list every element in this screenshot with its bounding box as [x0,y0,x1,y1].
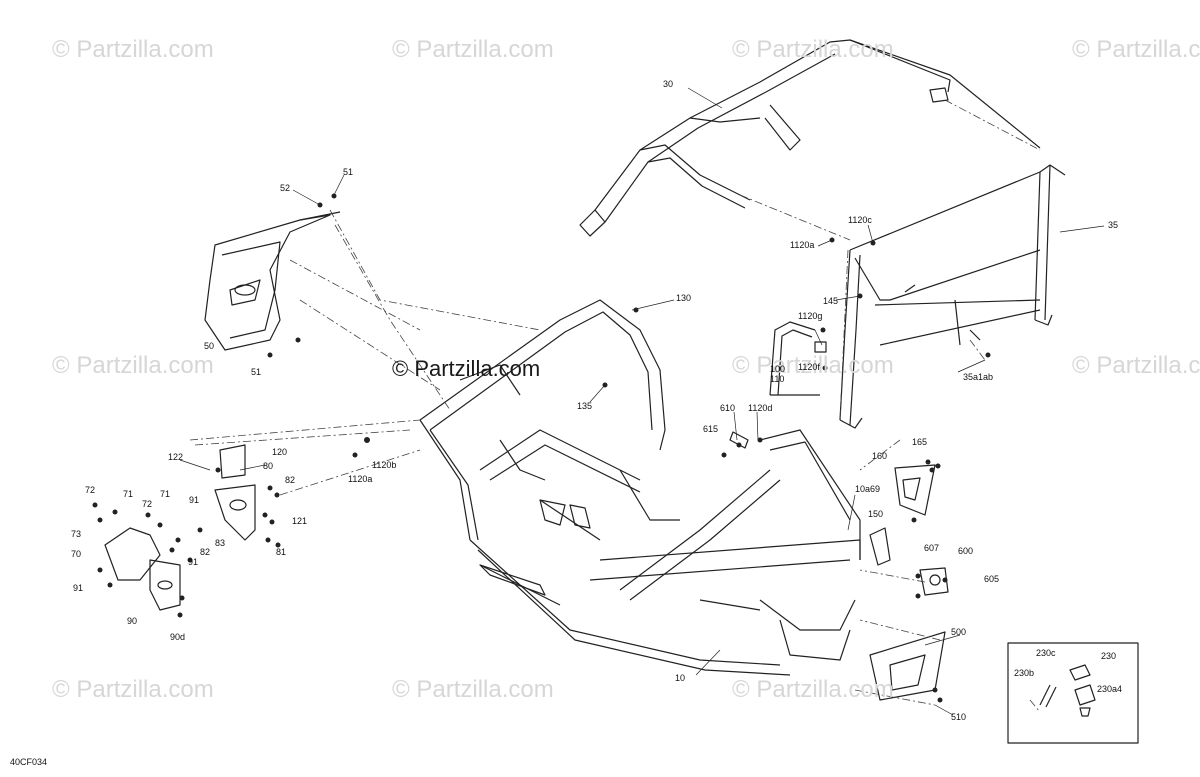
watermark: © Partzilla.com [1072,352,1200,379]
watermark: © Partzilla.com [52,352,214,379]
callout-91: 91 [188,557,199,567]
watermark: © Partzilla.com [1072,36,1200,63]
callout-35: 35 [1108,220,1119,230]
callout-607: 607 [924,543,940,553]
watermark: © Partzilla.com [392,36,554,63]
callout-71: 71 [123,489,134,499]
callout-120: 120 [272,447,288,457]
callout-70: 70 [71,549,82,559]
bracket-160 [894,464,936,516]
main-frame [419,299,861,676]
callout-51: 51 [251,367,262,377]
callout-122: 122 [168,452,184,462]
callout-165: 165 [912,437,928,447]
roll-cage [579,39,1041,237]
callout-80: 80 [263,461,274,471]
callout-121: 121 [292,516,308,526]
callout-130: 130 [676,293,692,303]
bracket-80 [214,444,256,541]
callout-35a1ab: 35a1ab [963,372,994,382]
callout-52: 52 [280,183,291,193]
callout-1120a: 1120a [348,474,373,484]
callout-1120b: 1120b [372,460,397,470]
bracket-70 [104,527,181,611]
callout-150: 150 [868,509,884,519]
callout-600: 600 [958,546,974,556]
callout-81: 81 [276,547,287,557]
callout-1120d: 1120d [748,403,773,413]
callout-30: 30 [663,79,674,89]
rear-cage-section [839,164,1066,429]
callout-1120f: 1120f [798,362,820,372]
inset-230 [1007,642,1139,744]
callout-73: 73 [71,529,82,539]
front-panel-50 [204,211,341,351]
callout-90: 90 [127,616,138,626]
callout-100: 100 [770,364,786,374]
callout-91: 91 [73,583,84,593]
bracket-600 [919,567,949,596]
callout-82: 82 [200,547,211,557]
callout-90d: 90d [170,632,186,642]
diagram-code: 40CF034 [10,757,48,767]
callout-10a69: 10a69 [855,484,881,494]
callout-500: 500 [951,627,967,637]
watermark: © Partzilla.com [732,352,894,379]
callout-91: 91 [189,495,200,505]
watermark: © Partzilla.com [392,676,554,703]
callout-230b: 230b [1014,668,1035,678]
watermark: © Partzilla.com [52,676,214,703]
callout-1120c: 1120c [848,215,872,225]
callout-605: 605 [984,574,1000,584]
callout-72: 72 [142,499,153,509]
center-watermark: © Partzilla.com [392,356,541,381]
callout-82: 82 [285,475,296,485]
watermark: © Partzilla.com [52,36,214,63]
watermark: © Partzilla.com [732,36,894,63]
callout-230c: 230c [1036,648,1056,658]
callout-230a4: 230a4 [1097,684,1123,694]
callout-160: 160 [872,451,888,461]
callout-110: 110 [770,374,785,384]
callout-71: 71 [160,489,171,499]
callout-10: 10 [675,673,686,683]
watermark: © Partzilla.com [732,676,894,703]
callout-135: 135 [577,401,593,411]
callout-72: 72 [85,485,96,495]
callout-83: 83 [215,538,226,548]
callout-1120g: 1120g [798,311,823,321]
callout-50: 50 [204,341,215,351]
callout-145: 145 [823,296,839,306]
callout-615: 615 [703,424,719,434]
bar-100-110 [769,321,827,396]
callout-510: 510 [951,712,967,722]
callout-230: 230 [1101,651,1117,661]
bracket-150 [869,527,891,566]
callout-1120a: 1120a [790,240,815,250]
callout-610: 610 [720,403,736,413]
callout-51: 51 [343,167,354,177]
